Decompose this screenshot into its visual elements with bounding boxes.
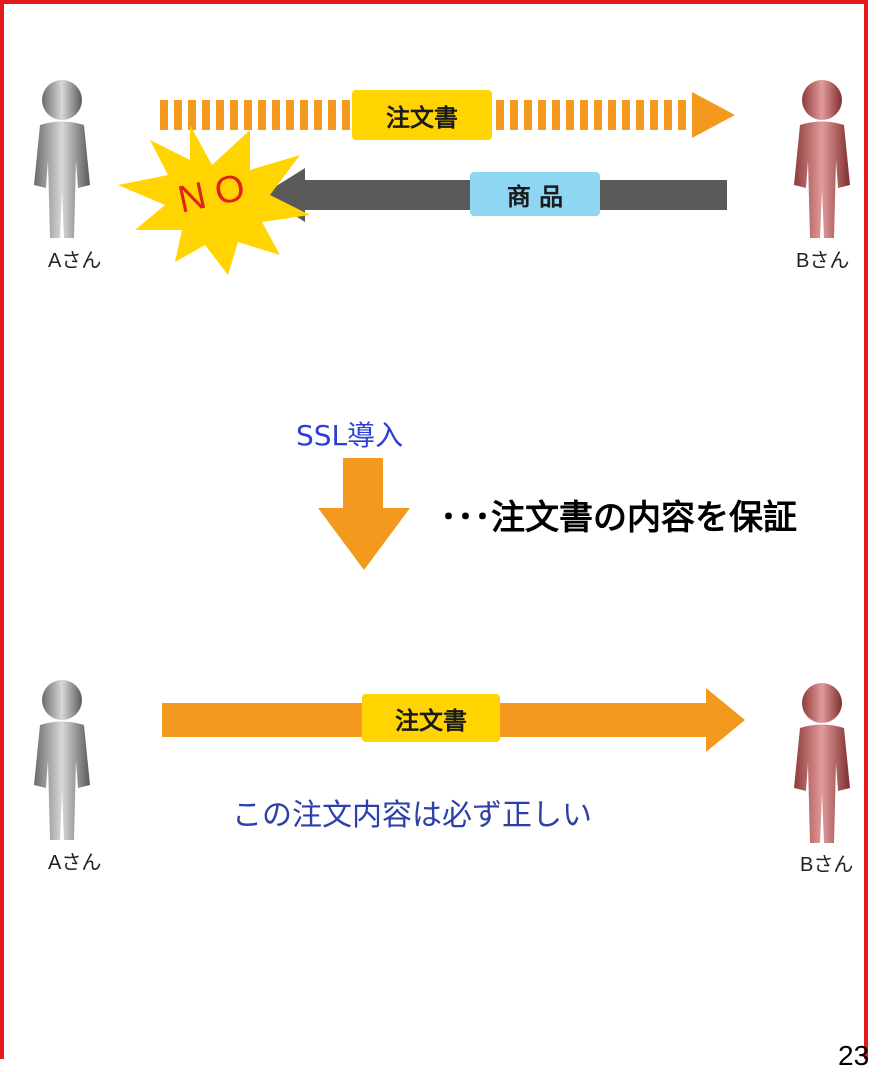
person-b-figure-bottom xyxy=(794,683,850,843)
order-box-top: 注文書 xyxy=(352,90,492,140)
person-a-label-top: Aさん xyxy=(48,250,102,272)
goods-label: 商 品 xyxy=(506,182,564,211)
ssl-down-arrow xyxy=(318,458,410,570)
rejection-burst xyxy=(118,125,310,275)
person-a-figure-bottom xyxy=(34,680,90,840)
order-label-top: 注文書 xyxy=(386,103,458,132)
slide-frame xyxy=(0,0,868,1059)
person-a-figure-top xyxy=(34,80,90,238)
guarantee-text: ･･･注文書の内容を保証 xyxy=(440,498,797,538)
order-label-bottom: 注文書 xyxy=(395,706,467,735)
goods-box: 商 品 xyxy=(470,172,600,216)
correctness-caption: この注文内容は必ず正しい xyxy=(232,798,592,833)
ssl-label: SSL導入 xyxy=(296,419,404,452)
order-box-bottom: 注文書 xyxy=(362,694,500,742)
person-a-label-bottom: Aさん xyxy=(48,852,102,874)
person-b-figure-top xyxy=(794,80,850,238)
order-arrow-dashed xyxy=(160,92,735,138)
person-b-label-bottom: Bさん xyxy=(800,854,854,876)
page-number: 23 xyxy=(838,1040,870,1071)
person-b-label-top: Bさん xyxy=(796,250,850,272)
